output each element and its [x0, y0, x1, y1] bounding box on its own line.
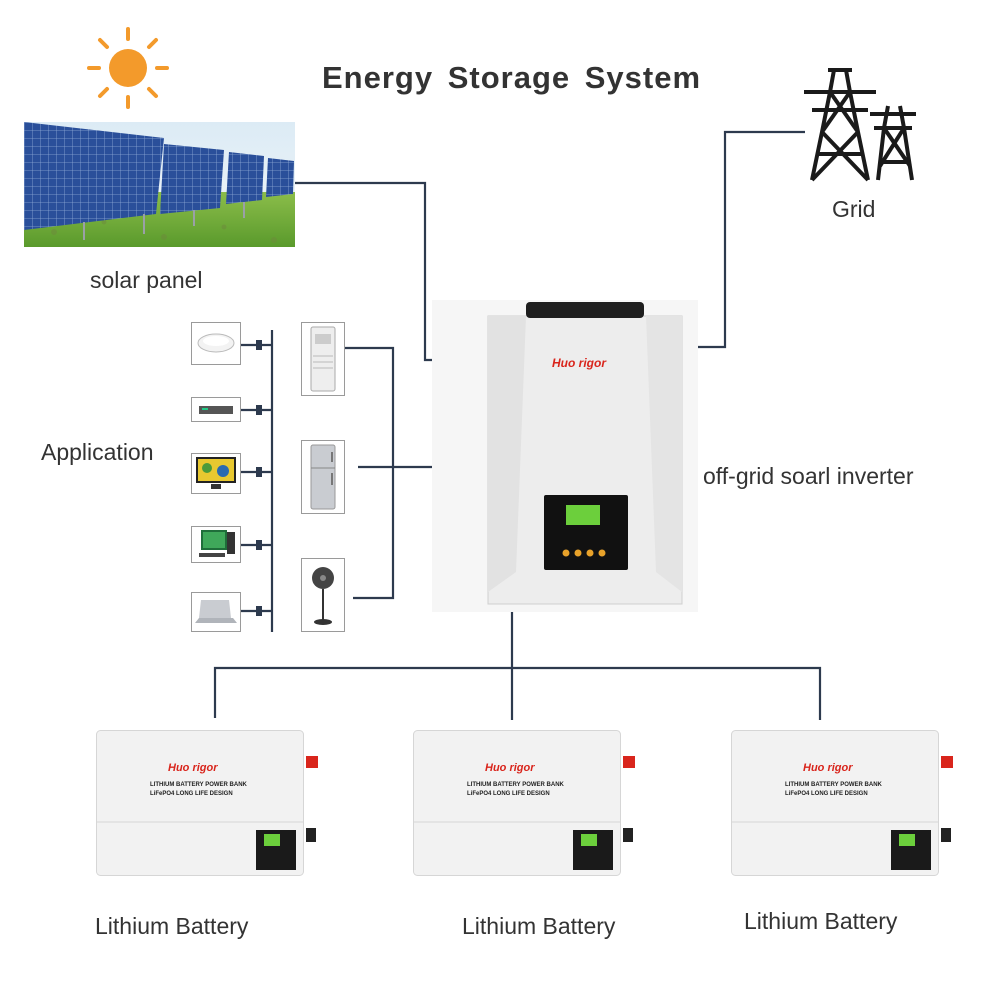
application-label: Application [41, 439, 154, 465]
set-top-box-icon [191, 397, 241, 422]
transmission-tower-icon [804, 68, 916, 182]
wire-battery-bus [213, 666, 822, 720]
battery-1-line2: LiFePO4 LONG LIFE DESIGN [150, 791, 233, 797]
inverter-device [487, 302, 683, 605]
tv-icon [191, 453, 241, 494]
battery-1-brand: Huo rigor [168, 762, 218, 774]
battery-1-line1: LITHIUM BATTERY POWER BANK [150, 782, 247, 788]
battery-1-device [96, 730, 318, 876]
sun-icon [87, 27, 169, 109]
air-conditioner-icon [301, 322, 345, 396]
desktop-computer-icon [191, 526, 241, 563]
laptop-icon [191, 592, 241, 632]
grid-label: Grid [832, 196, 876, 222]
battery-2-brand: Huo rigor [485, 762, 535, 774]
ceiling-lamp-icon [191, 322, 241, 365]
refrigerator-icon [301, 440, 345, 514]
standing-fan-icon [301, 558, 345, 632]
battery-2-line2: LiFePO4 LONG LIFE DESIGN [467, 791, 550, 797]
battery-1-label: Lithium Battery [95, 913, 249, 939]
solar-panel-label: solar panel [90, 267, 203, 293]
inverter-brand-logo: Huo rigor [552, 356, 606, 370]
battery-3-label: Lithium Battery [744, 908, 898, 934]
battery-2-label: Lithium Battery [462, 913, 616, 939]
inverter-label: off-grid soarl inverter [703, 463, 914, 489]
wire-grid-inverter [684, 130, 805, 349]
battery-3-line2: LiFePO4 LONG LIFE DESIGN [785, 791, 868, 797]
battery-3-brand: Huo rigor [803, 762, 853, 774]
diagram-title: Energy Storage System [322, 60, 702, 95]
battery-2-line1: LITHIUM BATTERY POWER BANK [467, 782, 564, 788]
wire-app-bracket [345, 346, 395, 600]
battery-3-device [731, 730, 953, 876]
battery-3-line1: LITHIUM BATTERY POWER BANK [785, 782, 882, 788]
battery-2-device [413, 730, 635, 876]
solar-panel-image [24, 122, 295, 247]
